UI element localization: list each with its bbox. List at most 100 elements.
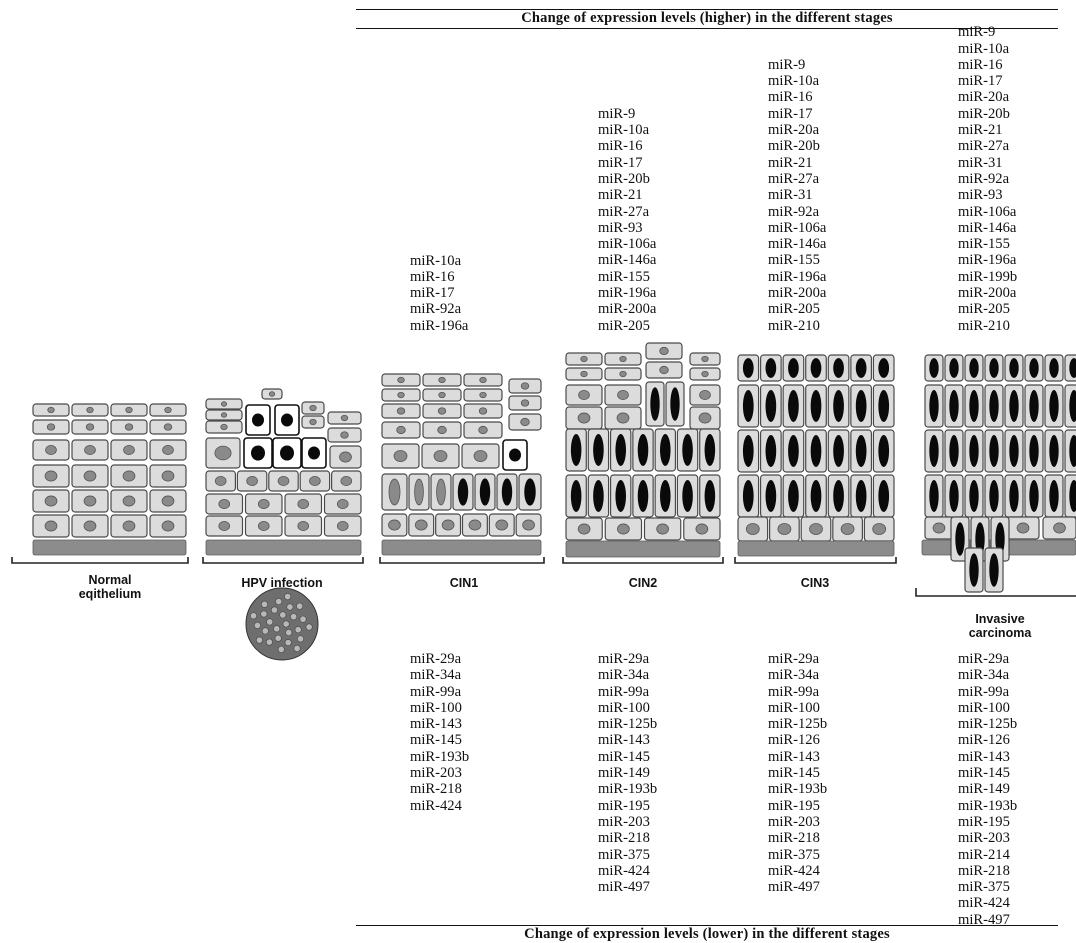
cell	[323, 515, 362, 537]
cell	[421, 443, 460, 469]
cell	[759, 474, 782, 518]
mirna-item: miR-195	[958, 813, 1010, 830]
cell	[518, 473, 542, 511]
dark-nucleus	[281, 413, 293, 427]
nucleus	[124, 423, 134, 431]
dark-nucleus	[989, 358, 999, 378]
nucleus	[840, 523, 855, 535]
stage-label-cin1-line: CIN1	[449, 576, 479, 590]
mirna-item: miR-193b	[768, 781, 828, 798]
cell	[205, 409, 243, 421]
mirna-item: miR-424	[768, 862, 820, 879]
mirna-item: miR-9	[958, 24, 996, 41]
mirna-item: miR-193b	[410, 748, 470, 765]
stage-label-hpv-line: HPV infection	[241, 576, 323, 590]
nucleus	[695, 523, 709, 535]
capsomere	[266, 618, 274, 626]
cell	[327, 411, 362, 425]
mirna-item: miR-99a	[598, 683, 650, 700]
cell	[435, 513, 462, 537]
nucleus	[297, 521, 310, 531]
stage-label-cin2-line: CIN2	[628, 576, 658, 590]
cell	[110, 514, 148, 538]
mirna-item: miR-145	[958, 765, 1010, 782]
dark-nucleus	[855, 435, 867, 467]
mirna-item: miR-16	[410, 268, 455, 285]
dark-nucleus	[1069, 358, 1076, 378]
dark-nucleus	[810, 435, 822, 467]
nucleus	[396, 425, 406, 435]
nucleus	[309, 418, 317, 426]
dark-nucleus	[833, 390, 844, 422]
cell	[645, 342, 683, 360]
cell	[205, 420, 243, 434]
capsomere	[294, 626, 302, 634]
dark-nucleus	[969, 390, 979, 422]
nucleus	[414, 478, 424, 506]
cell	[782, 354, 805, 382]
cell	[71, 464, 109, 488]
cell	[645, 381, 665, 427]
mirna-item: miR-9	[768, 56, 806, 73]
dark-nucleus	[280, 445, 294, 461]
cell	[737, 384, 760, 428]
nucleus	[745, 523, 760, 535]
dark-nucleus	[989, 553, 999, 587]
cell	[496, 473, 518, 511]
dark-nucleus	[570, 434, 582, 466]
dark-nucleus	[1049, 480, 1059, 512]
cell	[984, 384, 1004, 428]
mirna-item: miR-149	[598, 765, 650, 782]
nucleus	[47, 406, 55, 414]
cell	[1024, 384, 1044, 428]
mirna-item: miR-203	[958, 830, 1010, 847]
mirna-item: miR-34a	[598, 667, 650, 684]
nucleus	[659, 346, 669, 356]
mirna-item: miR-100	[598, 699, 650, 716]
mirna-item: miR-149	[958, 781, 1010, 798]
dark-nucleus	[833, 358, 844, 378]
mirna-item: miR-100	[768, 699, 820, 716]
cell	[737, 474, 760, 518]
dark-nucleus	[765, 435, 777, 467]
cell	[604, 406, 642, 430]
mirna-item: miR-145	[598, 748, 650, 765]
mirna-item: miR-214	[958, 846, 1010, 863]
cell	[645, 361, 683, 379]
nucleus	[83, 520, 97, 532]
nucleus	[617, 523, 630, 535]
mirna-item: miR-92a	[768, 203, 820, 220]
mirna-item: miR-200a	[958, 285, 1017, 302]
nucleus	[656, 523, 669, 535]
nucleus	[577, 523, 591, 535]
cell	[565, 517, 603, 541]
dark-nucleus	[929, 390, 939, 422]
top-rule-lower	[356, 28, 1058, 29]
cell	[964, 429, 984, 473]
cell	[609, 474, 632, 518]
dark-nucleus	[457, 478, 469, 506]
cell	[654, 428, 677, 472]
dark-nucleus	[1009, 390, 1019, 422]
dark-nucleus	[989, 435, 999, 467]
mirna-item: miR-155	[768, 252, 820, 269]
mirna-item: miR-10a	[598, 122, 650, 139]
dark-nucleus	[1009, 435, 1019, 467]
mirna-item: miR-17	[598, 154, 643, 171]
nucleus	[46, 423, 56, 431]
stage-bracket	[11, 557, 189, 564]
stage-label-invasive-line: Invasive	[975, 612, 1025, 626]
cell	[149, 514, 187, 538]
cell	[676, 474, 699, 518]
cell	[301, 401, 325, 415]
mirna-item: miR-34a	[958, 667, 1010, 684]
mirna-item: miR-10a	[958, 40, 1010, 57]
cell	[110, 439, 148, 461]
stage-label-invasive-line: carcinoma	[968, 626, 1032, 640]
cell	[604, 367, 642, 381]
mirna-item: miR-203	[598, 813, 650, 830]
nucleus	[1053, 522, 1066, 534]
dark-nucleus	[615, 434, 626, 466]
